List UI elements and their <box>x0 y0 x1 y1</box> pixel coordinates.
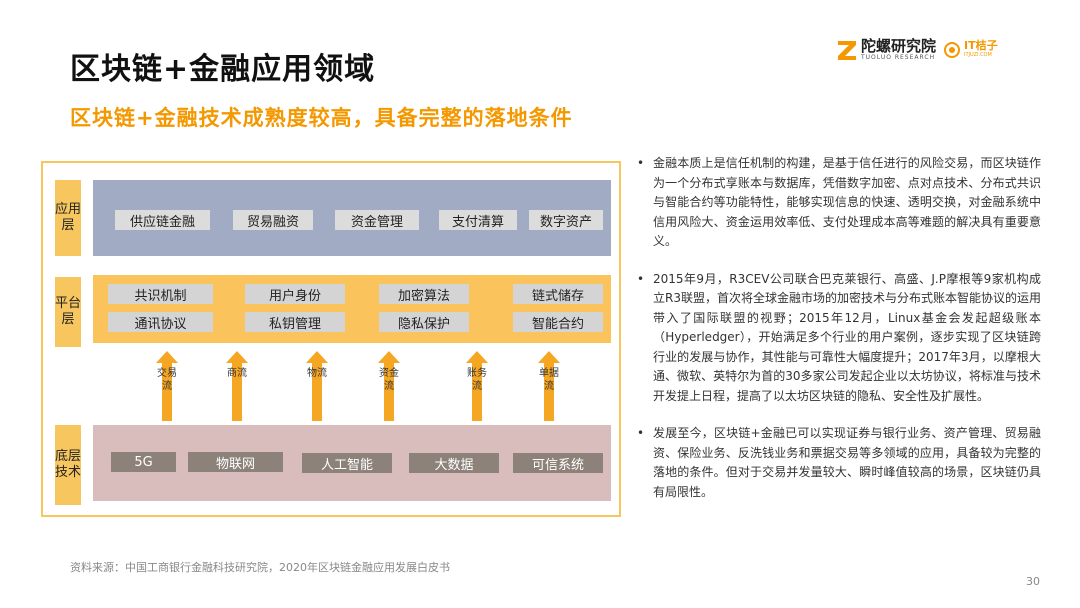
tuoluo-logo-en: TUOLUO RESEARCH <box>861 54 936 61</box>
base-item: 人工智能 <box>302 453 392 473</box>
flow-label: 商流 <box>227 368 247 379</box>
flow-arrow: 物流 <box>306 351 328 421</box>
app-item: 贸易融资 <box>233 210 313 230</box>
app-item: 供应链金融 <box>115 210 210 230</box>
bullet-item: • 2015年9月，R3CEV公司联合巴克莱银行、高盛、J.P摩根等9家机构成立… <box>637 270 1041 407</box>
bullet-text: 金融本质上是信任机制的构建，是基于信任进行的风险交易，而区块链作为一个分布式享账… <box>653 156 1041 248</box>
layer-label-application: 应用层 <box>55 180 81 256</box>
platform-item: 共识机制 <box>108 284 213 304</box>
bullet-item: • 发展至今，区块链+金融已可以实现证券与银行业务、资产管理、贸易融资、保险业务… <box>637 424 1041 502</box>
app-item: 数字资产 <box>529 210 603 230</box>
page-subtitle: 区块链+金融技术成熟度较高，具备完整的落地条件 <box>70 106 573 130</box>
up-arrow-icon <box>538 351 560 421</box>
page-number: 30 <box>1026 575 1040 588</box>
flow-label: 账务流 <box>467 368 487 392</box>
bullet-item: • 金融本质上是信任机制的构建，是基于信任进行的风险交易，而区块链作为一个分布式… <box>637 154 1041 252</box>
up-arrow-icon <box>226 351 248 421</box>
flow-label: 资金流 <box>379 368 399 392</box>
bullet-dot: • <box>637 426 645 440</box>
base-item: 5G <box>111 452 176 472</box>
platform-item: 加密算法 <box>379 284 469 304</box>
bullet-text: 发展至今，区块链+金融已可以实现证券与银行业务、资产管理、贸易融资、保险业务、反… <box>653 426 1041 499</box>
tuoluo-logo-cn: 陀螺研究院 <box>861 37 937 55</box>
source-note: 资料来源：中国工商银行金融科技研究院，2020年区块链金融应用发展白皮书 <box>70 561 450 574</box>
flow-arrow: 资金流 <box>378 351 400 421</box>
flow-arrow: 单据流 <box>538 351 560 421</box>
base-item: 物联网 <box>188 452 283 472</box>
layer-label-platform: 平台层 <box>55 277 81 347</box>
up-arrow-icon <box>156 351 178 421</box>
flow-arrow: 交易流 <box>156 351 178 421</box>
itjuzi-logo: IT桔子 ITJUZI.COM <box>944 40 998 59</box>
app-item: 资金管理 <box>335 210 419 230</box>
up-arrow-icon <box>306 351 328 421</box>
flow-arrow: 商流 <box>226 351 248 421</box>
platform-item: 智能合约 <box>513 312 603 332</box>
bullet-dot: • <box>637 271 645 286</box>
platform-item: 通讯协议 <box>108 312 213 332</box>
itjuzi-logo-cn: IT桔子 <box>964 39 998 52</box>
bullet-dot: • <box>637 156 645 170</box>
flow-arrow: 账务流 <box>466 351 488 421</box>
platform-item: 链式储存 <box>513 284 603 304</box>
flow-label: 单据流 <box>539 368 559 392</box>
layer-label-base: 底层技术 <box>55 425 81 505</box>
platform-item: 隐私保护 <box>379 312 469 332</box>
orange-icon <box>944 41 960 58</box>
app-item: 支付清算 <box>439 210 517 230</box>
page-title: 区块链+金融应用领域 <box>70 52 376 87</box>
platform-item: 私钥管理 <box>245 312 345 332</box>
up-arrow-icon <box>378 351 400 421</box>
base-item: 可信系统 <box>513 453 603 473</box>
bullet-list: • 金融本质上是信任机制的构建，是基于信任进行的风险交易，而区块链作为一个分布式… <box>637 154 1041 520</box>
flow-label: 交易流 <box>157 368 177 392</box>
flow-label: 物流 <box>307 368 327 379</box>
platform-item: 用户身份 <box>245 284 345 304</box>
tuoluo-logo: 陀螺研究院 TUOLUO RESEARCH <box>837 38 936 62</box>
architecture-diagram: 应用层 供应链金融 贸易融资 资金管理 支付清算 数字资产 平台层 共识机制 用… <box>41 161 621 517</box>
up-arrow-icon <box>466 351 488 421</box>
itjuzi-logo-en: ITJUZI.COM <box>964 52 992 58</box>
tuoluo-z-icon <box>838 41 856 60</box>
bullet-text: 2015年9月，R3CEV公司联合巴克莱银行、高盛、J.P摩根等9家机构成立R3… <box>653 271 1041 403</box>
base-item: 大数据 <box>409 453 499 473</box>
